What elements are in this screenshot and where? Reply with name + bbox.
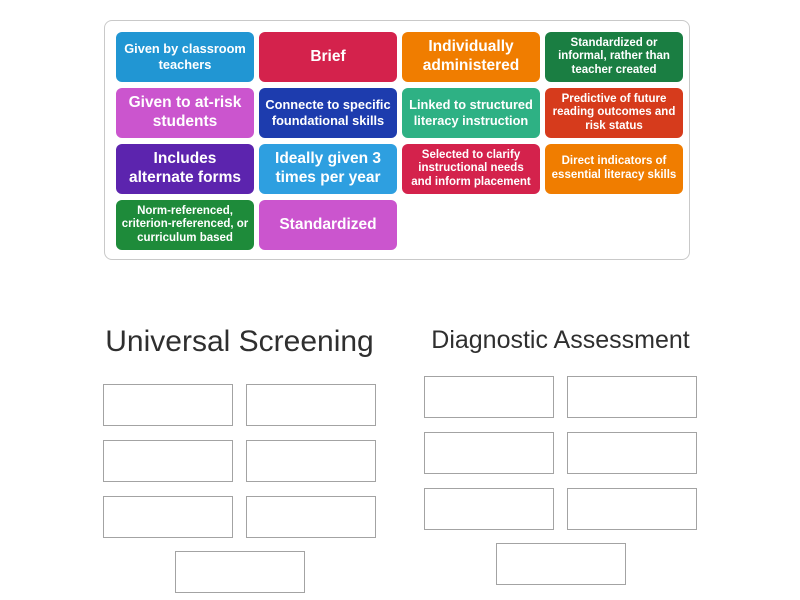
- sort-tile[interactable]: Individually administered: [402, 32, 540, 82]
- empty-slot[interactable]: [103, 495, 233, 538]
- empty-slot[interactable]: [424, 375, 554, 418]
- empty-slot[interactable]: [567, 375, 697, 418]
- sort-tile[interactable]: Predictive of future reading outcomes an…: [545, 88, 683, 138]
- empty-slot[interactable]: [246, 439, 376, 482]
- empty-slot[interactable]: [103, 439, 233, 482]
- sort-tile[interactable]: Standardized: [259, 200, 397, 250]
- empty-slot[interactable]: [567, 487, 697, 530]
- slot-grid: [103, 383, 376, 538]
- empty-slot[interactable]: [424, 487, 554, 530]
- group-universal-screening: Universal Screening: [103, 290, 376, 593]
- empty-slot[interactable]: [424, 431, 554, 474]
- sort-tile[interactable]: Selected to clarify instructional needs …: [402, 144, 540, 194]
- empty-slot[interactable]: [495, 542, 626, 585]
- sort-tile[interactable]: Norm-referenced, criterion-referenced, o…: [116, 200, 254, 250]
- sort-tile[interactable]: Given to at-risk students: [116, 88, 254, 138]
- sort-tile[interactable]: Connecte to specific foundational skills: [259, 88, 397, 138]
- tray-row: Norm-referenced, criterion-referenced, o…: [116, 200, 689, 250]
- sort-tile[interactable]: Standardized or informal, rather than te…: [545, 32, 683, 82]
- sort-tile[interactable]: Given by classroom teachers: [116, 32, 254, 82]
- group-diagnostic-assessment: Diagnostic Assessment: [424, 290, 697, 593]
- group-title: Universal Screening: [105, 324, 374, 358]
- slot-center-row: [103, 550, 376, 593]
- sort-tile[interactable]: Brief: [259, 32, 397, 82]
- empty-slot[interactable]: [246, 383, 376, 426]
- sort-tile[interactable]: Includes alternate forms: [116, 144, 254, 194]
- slot-grid: [424, 375, 697, 530]
- sort-tile[interactable]: Direct indicators of essential literacy …: [545, 144, 683, 194]
- sort-tile[interactable]: Ideally given 3 times per year: [259, 144, 397, 194]
- empty-slot[interactable]: [174, 550, 305, 593]
- empty-slot[interactable]: [103, 383, 233, 426]
- empty-slot[interactable]: [567, 431, 697, 474]
- slot-center-row: [424, 542, 697, 585]
- sort-tile[interactable]: Linked to structured literacy instructio…: [402, 88, 540, 138]
- group-title: Diagnostic Assessment: [431, 325, 690, 354]
- sort-groups: Universal Screening Diagnostic Assessmen…: [103, 290, 697, 593]
- empty-slot[interactable]: [246, 495, 376, 538]
